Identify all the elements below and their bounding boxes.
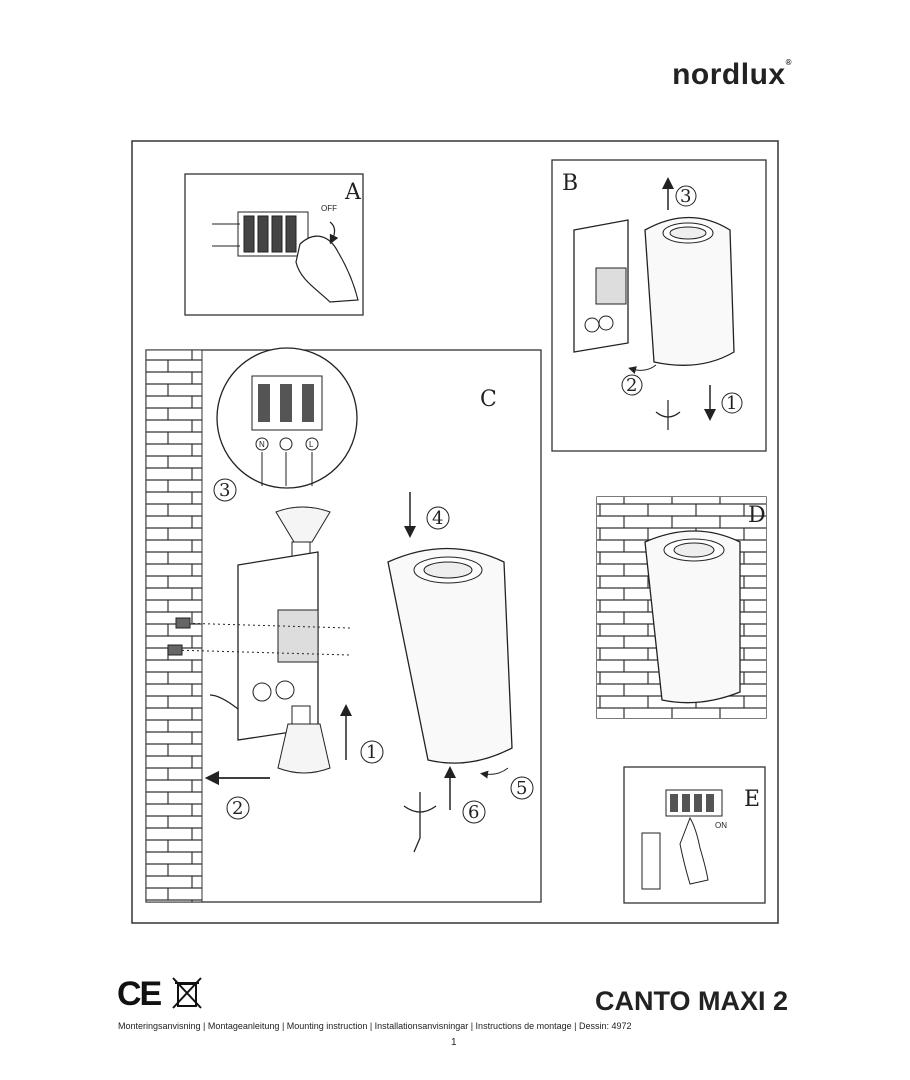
registered-mark: ® bbox=[785, 58, 792, 67]
breaker-box bbox=[212, 211, 309, 257]
brand-name: nordlux bbox=[672, 58, 786, 91]
panel-c-step-2: 2 bbox=[232, 798, 243, 819]
panel-e-on-text: ON bbox=[715, 821, 727, 830]
ce-mark: CE bbox=[117, 975, 162, 1013]
crossed-out-bin-icon bbox=[172, 977, 202, 1009]
lamp-body-d bbox=[644, 530, 741, 704]
brick-wall-c bbox=[145, 349, 203, 903]
instructions-line: Monteringsanvisning | Montageanleitung |… bbox=[118, 1021, 632, 1031]
lamp-body-c bbox=[387, 547, 513, 764]
panel-b-label: B bbox=[562, 171, 578, 196]
panel-a-label: A bbox=[344, 180, 362, 205]
lamp-icon-e bbox=[641, 832, 661, 890]
panel-c-step-3: 3 bbox=[219, 480, 230, 501]
outer-frame bbox=[131, 140, 779, 924]
panel-c-step-6: 6 bbox=[468, 802, 479, 823]
product-title: CANTO MAXI 2 bbox=[594, 986, 788, 1016]
terminal-n: N bbox=[259, 440, 265, 449]
hand-icon-e bbox=[679, 816, 709, 885]
panel-b: B 3 2 1 bbox=[551, 159, 767, 452]
brand-logo: nordlux® bbox=[672, 58, 792, 92]
hand-icon bbox=[295, 235, 359, 303]
terminal-l: L bbox=[309, 440, 314, 449]
panel-c: C N L 3 1 bbox=[145, 347, 542, 903]
panel-c-step-4: 4 bbox=[432, 508, 443, 529]
panel-b-step-1: 1 bbox=[726, 393, 737, 414]
panel-b-step-3: 3 bbox=[680, 186, 691, 207]
screwdriver-icon bbox=[403, 792, 437, 853]
panel-c-step-1: 1 bbox=[366, 742, 377, 763]
panel-c-label: C bbox=[480, 387, 497, 412]
panel-a-off-text: OFF bbox=[321, 204, 337, 213]
lamp-body-b bbox=[644, 216, 735, 366]
panel-b-step-2: 2 bbox=[626, 375, 637, 396]
panel-d-label: D bbox=[748, 503, 766, 528]
panel-e: E ON bbox=[623, 766, 766, 904]
page-number: 1 bbox=[451, 1037, 457, 1048]
panel-a: A OFF bbox=[184, 173, 364, 316]
panel-d: D bbox=[596, 496, 767, 719]
panel-e-label: E bbox=[744, 787, 760, 812]
panel-c-step-5: 5 bbox=[516, 778, 527, 799]
